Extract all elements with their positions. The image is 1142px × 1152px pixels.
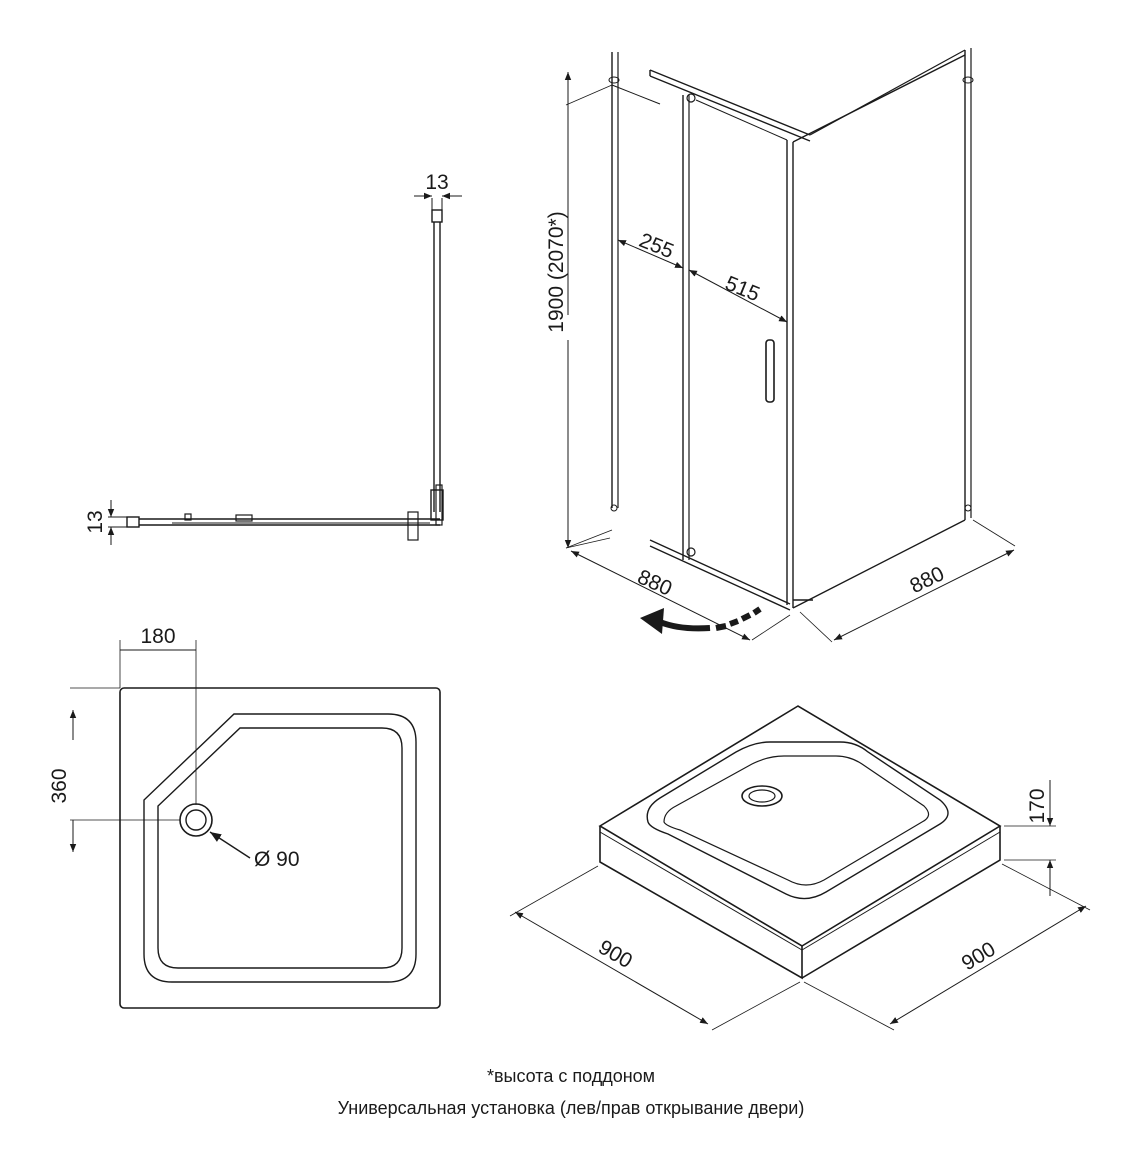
plan-vertical-panel xyxy=(430,209,444,526)
tray-plan: 180 360 Ø 90 xyxy=(48,625,441,1009)
cabin-view: 1900 (2070*) 255 515 880 880 xyxy=(545,48,1016,643)
tray-iso: 170 900 900 xyxy=(509,705,1091,1031)
tray-iso-basin-outer xyxy=(646,741,949,900)
dim-drain-diameter: Ø 90 xyxy=(209,831,300,871)
dim-tray-width-right: 900 xyxy=(803,863,1091,1031)
dim-drain-x: 180 xyxy=(119,625,197,805)
dim-width-right: 880 xyxy=(799,519,1016,643)
plan-view: 13 13 xyxy=(84,171,462,545)
dim-drain-diameter-label: Ø 90 xyxy=(254,848,300,871)
door-handle-icon xyxy=(765,339,775,403)
dim-13-top-label: 13 xyxy=(425,171,448,194)
cabin-door-panel xyxy=(649,69,811,611)
dim-drain-y-label: 360 xyxy=(48,768,71,803)
dim-fixed-panel: 255 xyxy=(617,229,684,269)
door-opening-arrow-icon xyxy=(640,606,762,634)
dim-tray-height: 170 xyxy=(1004,780,1056,896)
dim-drain-x-label: 180 xyxy=(140,625,175,648)
plan-horizontal-panel xyxy=(126,511,440,541)
dim-13-left-label: 13 xyxy=(84,510,107,533)
tray-basin-outer xyxy=(143,713,417,983)
tray-iso-drain-icon xyxy=(741,785,783,807)
dim-tray-height-label: 170 xyxy=(1026,788,1049,823)
dim-13-top: 13 xyxy=(414,171,462,210)
footnote-height: *высота с поддоном xyxy=(486,1066,656,1086)
dim-tray-width-left-label: 900 xyxy=(594,936,636,973)
dim-tray-width-left: 900 xyxy=(509,865,801,1031)
dim-width-left-label: 880 xyxy=(634,565,675,600)
dim-13-left: 13 xyxy=(84,500,127,545)
tray-basin-inner xyxy=(157,727,403,969)
dim-width-right-label: 880 xyxy=(906,562,948,598)
dim-door: 515 xyxy=(688,269,788,323)
dim-fixed-panel-label: 255 xyxy=(636,229,677,263)
tray-iso-basin-inner xyxy=(663,755,930,886)
dim-tray-width-right-label: 900 xyxy=(958,938,1000,976)
dim-door-label: 515 xyxy=(722,272,763,306)
dim-drain-y: 360 xyxy=(48,687,180,852)
dim-height-label: 1900 (2070*) xyxy=(545,211,568,332)
footnote-installation: Универсальная установка (лев/прав открыв… xyxy=(337,1098,805,1118)
tray-outline xyxy=(119,687,441,1009)
cabin-left-panel xyxy=(608,52,690,560)
drain-outer xyxy=(179,803,213,837)
cabin-right-panel xyxy=(792,48,974,609)
drain-icon xyxy=(185,809,207,831)
dim-height: 1900 (2070*) xyxy=(545,72,613,549)
